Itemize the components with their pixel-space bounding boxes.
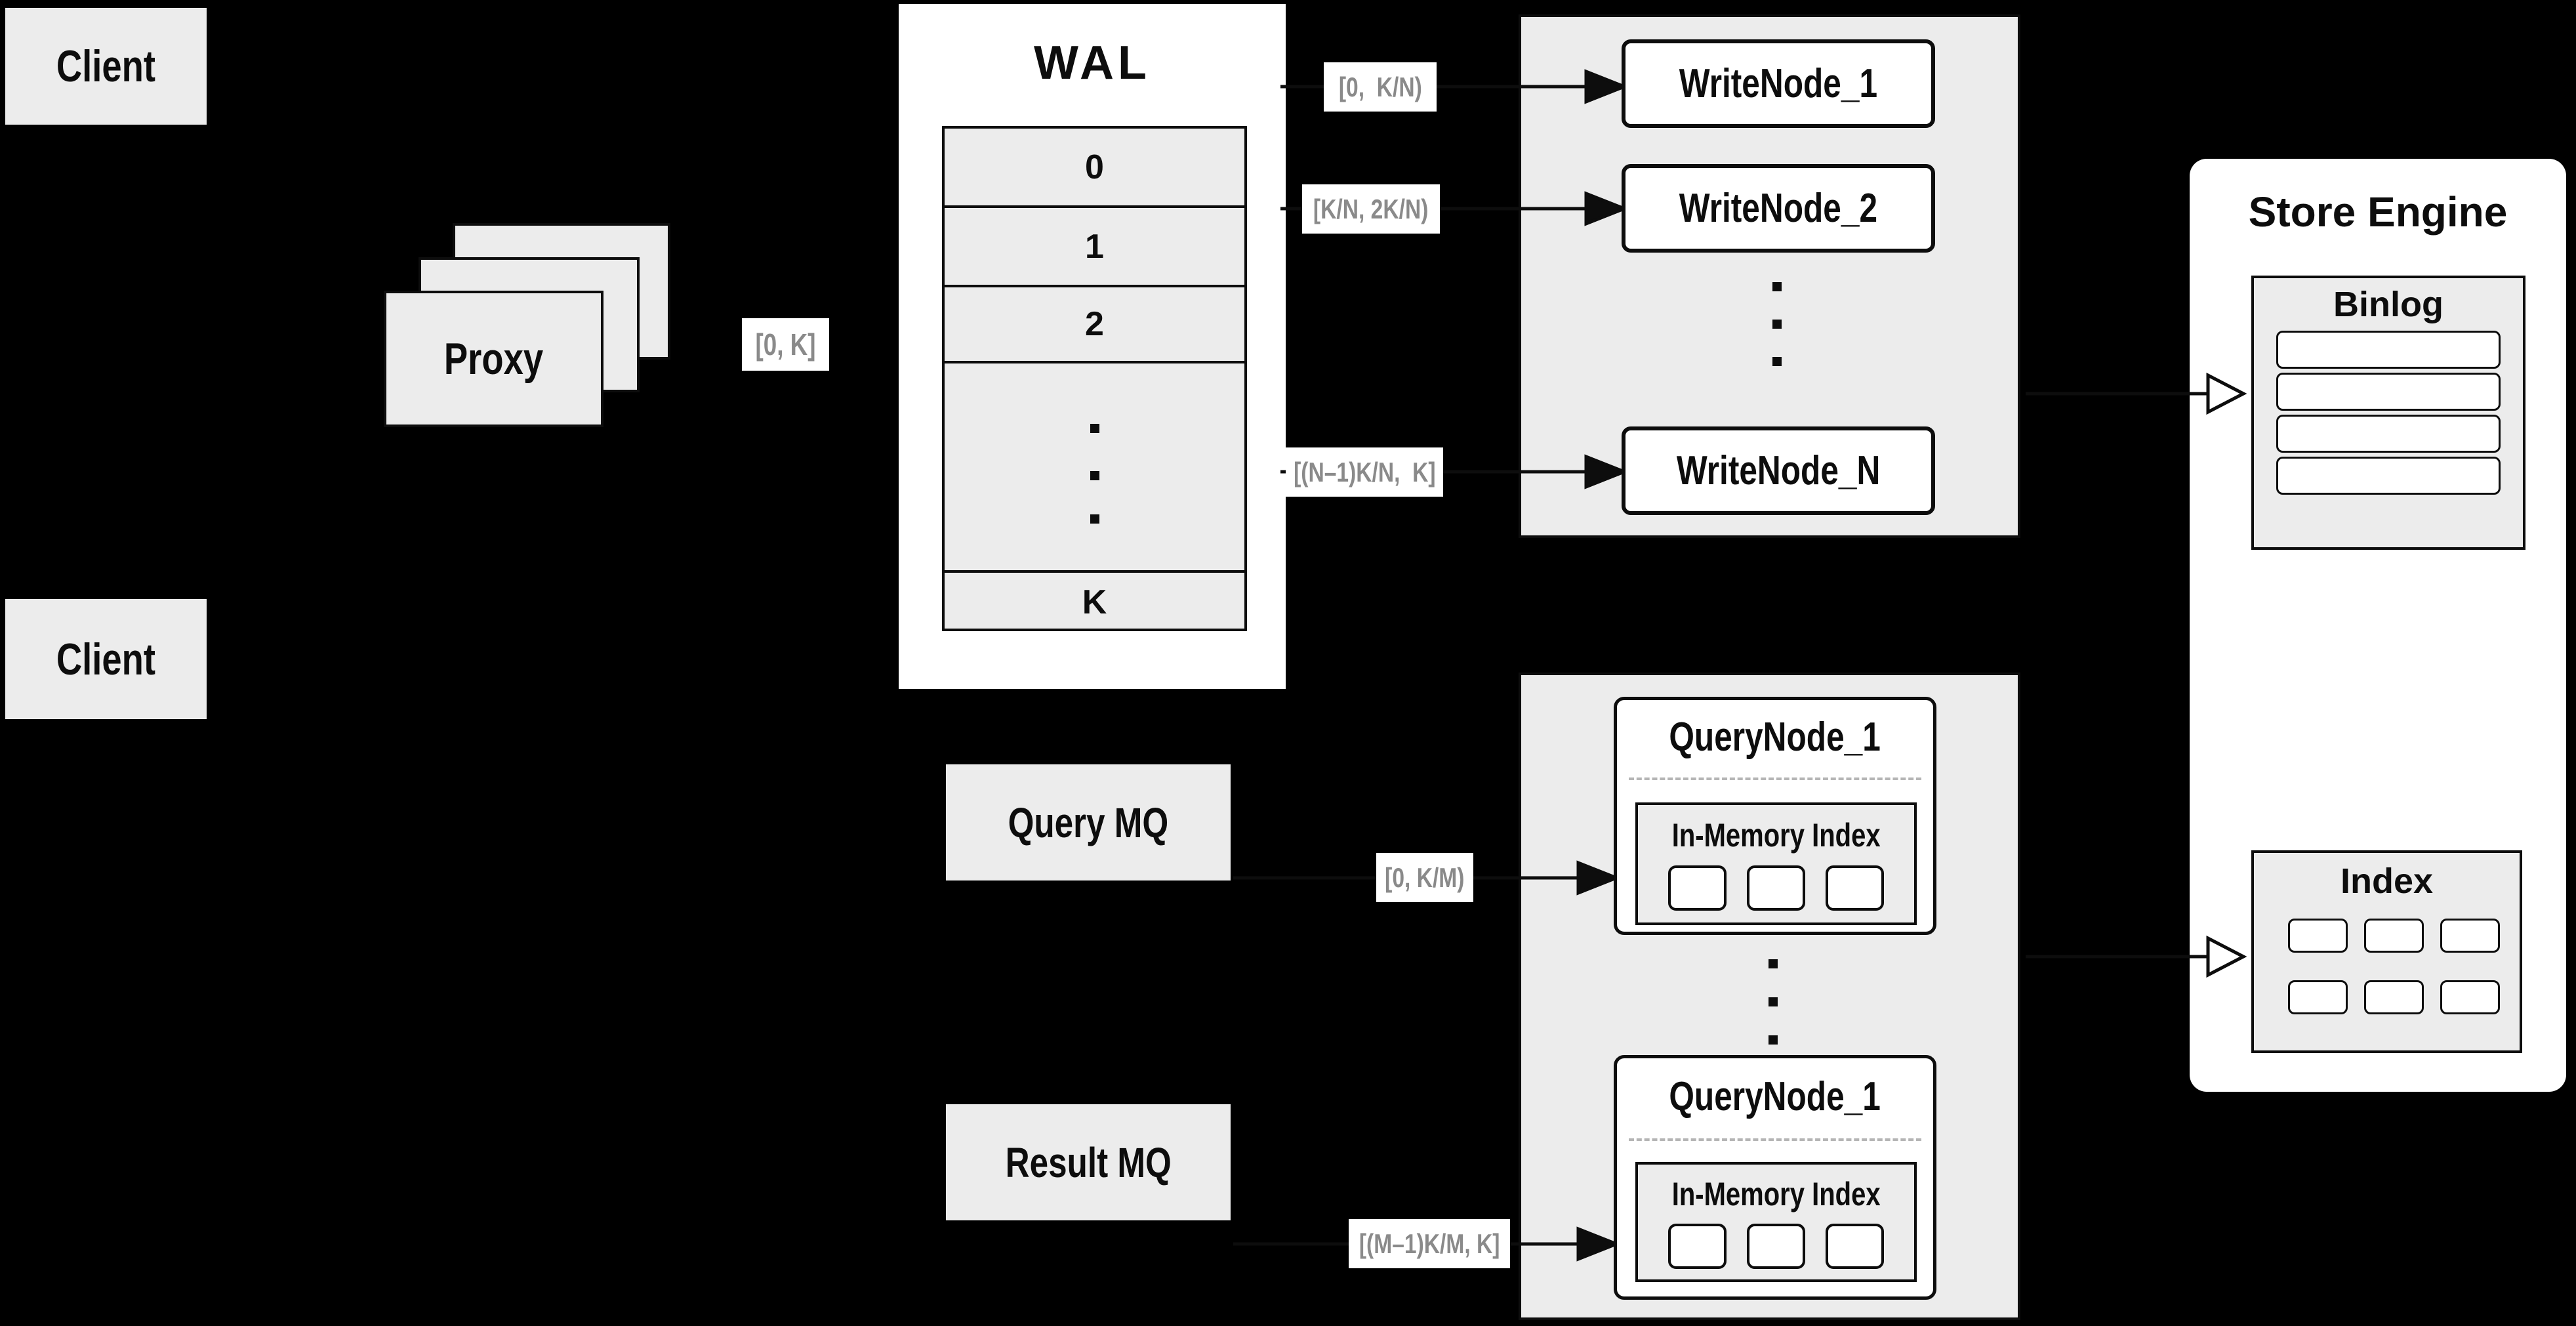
wal-segment-row: 0 [945, 129, 1244, 208]
range-label-writenode-2: [K/N, 2K/N) [1302, 184, 1440, 234]
wal-segment-row: K [1082, 583, 1107, 621]
query-node-2-divider [1629, 1138, 1921, 1141]
client-node-bottom: Client [5, 599, 207, 719]
segment-cell [1826, 865, 1884, 911]
client-top-label: Client [56, 41, 156, 91]
query-node-2: QueryNode_1 In-Memory Index [1614, 1055, 1936, 1300]
query-node-1-divider [1629, 777, 1921, 780]
range-label-querynode-2: [(M–1)K/M, K] [1349, 1219, 1510, 1268]
segment-cell [1747, 1224, 1805, 1269]
write-node-n: WriteNode_N [1622, 426, 1935, 515]
binlog-row [2276, 373, 2501, 411]
index-cell [2440, 980, 2500, 1014]
index-title: Index [2340, 861, 2434, 901]
query-mq-label: Query MQ [1008, 798, 1169, 846]
arrow-writenodes-to-binlog [2026, 372, 2247, 415]
binlog-title: Binlog [2333, 285, 2443, 324]
binlog-row [2276, 457, 2501, 495]
index-cell [2288, 919, 2348, 953]
result-mq-label: Result MQ [1005, 1138, 1172, 1186]
arrow-querynodes-to-index [2026, 935, 2247, 978]
query-node-1: QueryNode_1 In-Memory Index [1614, 697, 1936, 935]
index-cells [2254, 909, 2520, 1041]
in-memory-index-1-title: In-Memory Index [1671, 817, 1881, 854]
binlog-box: Binlog [2251, 276, 2525, 550]
index-box: Index [2251, 850, 2522, 1053]
in-memory-index-2-title: In-Memory Index [1671, 1176, 1881, 1212]
binlog-rows [2254, 331, 2523, 495]
segment-cell [1668, 1224, 1727, 1269]
query-node-2-title: QueryNode_1 [1669, 1073, 1881, 1119]
query-mq-node: Query MQ [946, 764, 1231, 881]
range-label-writenode-1: [0, K/N) [1324, 62, 1437, 112]
client-bottom-label: Client [56, 634, 156, 684]
store-engine-panel: Store Engine Binlog Index [2190, 159, 2566, 1092]
wal-segment-row: 1 [945, 208, 1244, 287]
in-memory-index-2: In-Memory Index [1635, 1162, 1917, 1282]
index-cell [2364, 919, 2424, 953]
index-cell [2364, 980, 2424, 1014]
wal-ellipsis-row vertical-ellipsis-icon [945, 363, 1244, 573]
range-label-querynode-1: [0, K/M) [1376, 853, 1473, 902]
wal-segment-table: 0 1 2 K [942, 126, 1247, 631]
segment-cell [1668, 865, 1727, 911]
wal-segment-row: 2 [945, 287, 1244, 363]
range-label-proxy-out: [0, K] [742, 318, 829, 371]
query-node-1-title: QueryNode_1 [1669, 714, 1881, 760]
binlog-row [2276, 415, 2501, 453]
proxy-node: Proxy [384, 291, 603, 427]
segment-cell [1747, 865, 1805, 911]
proxy-label: Proxy [443, 334, 544, 384]
result-mq-node: Result MQ [946, 1104, 1231, 1220]
in-memory-index-1-cells [1638, 865, 1914, 911]
client-node-top: Client [5, 8, 207, 125]
wal-title: WAL [1034, 37, 1151, 89]
in-memory-index-2-cells [1638, 1224, 1914, 1269]
segment-cell [1826, 1224, 1884, 1269]
in-memory-index-1: In-Memory Index [1635, 802, 1917, 925]
wal-panel: WAL 0 1 2 K [899, 4, 1286, 689]
write-node-2: WriteNode_2 [1622, 164, 1935, 253]
binlog-row [2276, 331, 2501, 369]
index-cell [2288, 980, 2348, 1014]
store-engine-title: Store Engine [2248, 188, 2508, 236]
write-node-1: WriteNode_1 [1622, 39, 1935, 128]
index-cell [2440, 919, 2500, 953]
range-label-writenode-n: [(N–1)K/N, K] [1286, 447, 1443, 497]
